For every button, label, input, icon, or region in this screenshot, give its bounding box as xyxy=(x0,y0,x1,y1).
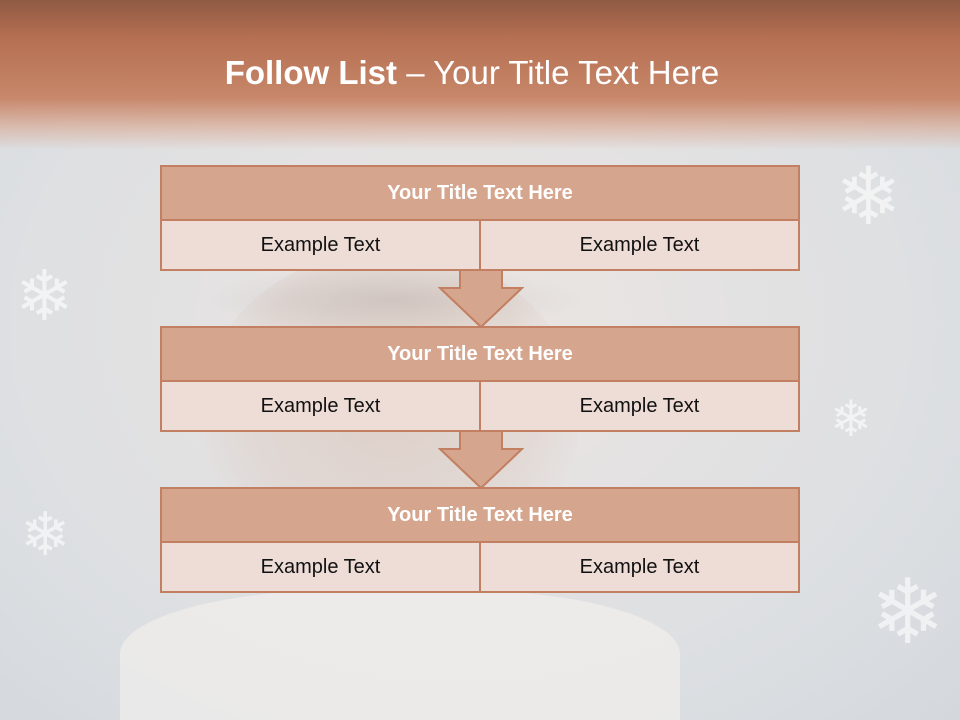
background-sweater xyxy=(120,590,680,720)
snowflake-icon: ❄ xyxy=(15,255,74,337)
step-title: Your Title Text Here xyxy=(160,326,800,382)
step-cell-left: Example Text xyxy=(160,543,481,593)
step-box-3: Your Title Text Here Example Text Exampl… xyxy=(160,487,800,593)
step-cell-right: Example Text xyxy=(481,543,800,593)
step-cell-left: Example Text xyxy=(160,221,481,271)
down-arrow-icon xyxy=(438,270,524,328)
step-row: Example Text Example Text xyxy=(160,543,800,593)
snowflake-icon: ❄ xyxy=(20,500,71,570)
step-row: Example Text Example Text xyxy=(160,221,800,271)
step-title: Your Title Text Here xyxy=(160,165,800,221)
step-title: Your Title Text Here xyxy=(160,487,800,543)
step-cell-left: Example Text xyxy=(160,382,481,432)
step-row: Example Text Example Text xyxy=(160,382,800,432)
step-box-2: Your Title Text Here Example Text Exampl… xyxy=(160,326,800,432)
slide-title-rest: – Your Title Text Here xyxy=(397,54,720,91)
step-box-1: Your Title Text Here Example Text Exampl… xyxy=(160,165,800,271)
snowflake-icon: ❄ xyxy=(835,150,903,243)
step-cell-right: Example Text xyxy=(481,221,800,271)
title-bar xyxy=(0,0,960,150)
background-hair xyxy=(205,265,585,335)
step-cell-right: Example Text xyxy=(481,382,800,432)
snowflake-icon: ❄ xyxy=(830,390,872,448)
down-arrow-icon xyxy=(438,431,524,489)
slide-title: Follow List – Your Title Text Here xyxy=(0,54,944,92)
snowflake-icon: ❄ xyxy=(870,560,946,665)
slide-title-bold: Follow List xyxy=(224,54,398,91)
